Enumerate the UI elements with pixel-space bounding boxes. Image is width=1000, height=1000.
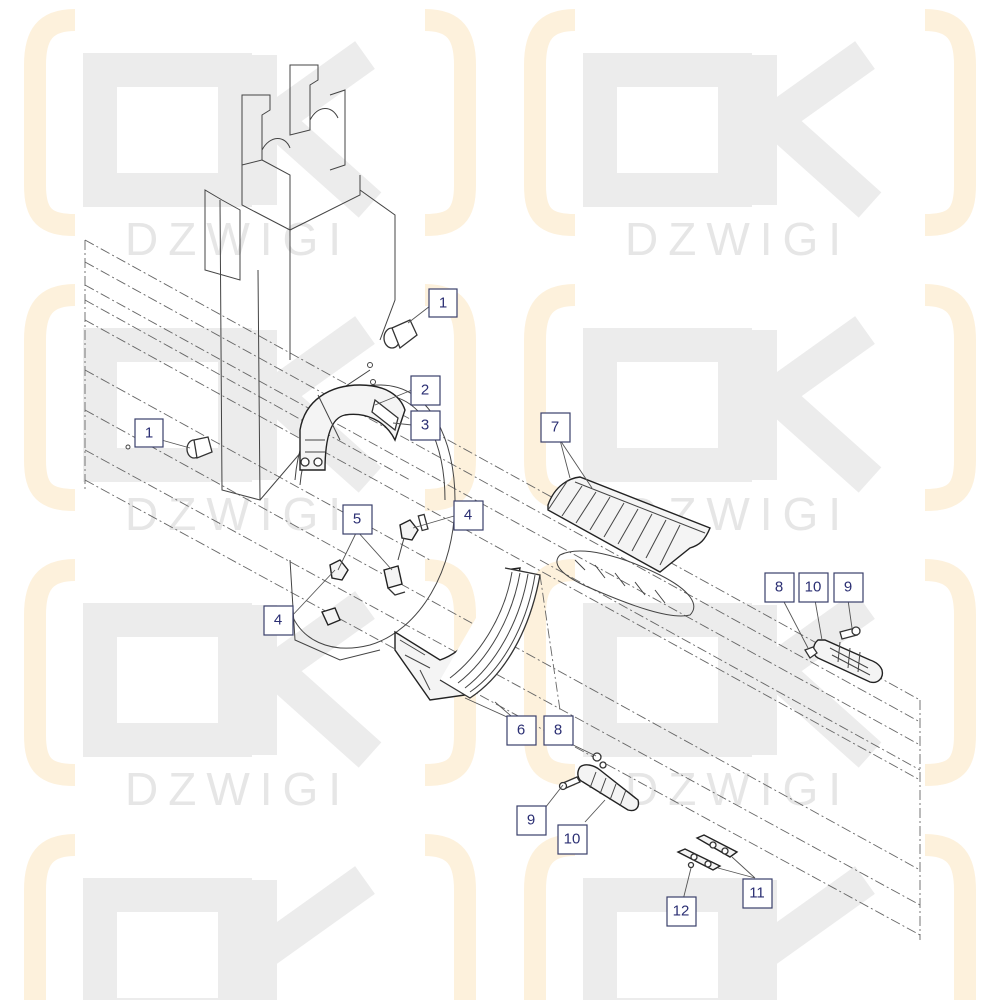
callout-1-upper[interactable]: 1 xyxy=(428,288,458,318)
part-8-nut-lower xyxy=(592,752,607,769)
callout-7[interactable]: 7 xyxy=(540,412,571,443)
part-1-lower xyxy=(186,436,213,459)
callout-2[interactable]: 2 xyxy=(410,375,441,406)
callout-5[interactable]: 5 xyxy=(342,504,373,535)
part-10-pad-lower xyxy=(577,764,640,812)
svg-text:3: 3 xyxy=(421,417,429,434)
svg-text:9: 9 xyxy=(527,812,535,829)
svg-text:12: 12 xyxy=(673,903,690,920)
svg-text:7: 7 xyxy=(551,419,559,436)
part-11-shim-upper xyxy=(695,834,739,858)
callout-4-left[interactable]: 4 xyxy=(263,605,294,636)
svg-text:4: 4 xyxy=(464,507,472,524)
part-10-pad-right xyxy=(812,639,884,684)
watermark-tile: DZWIGI xyxy=(524,9,976,265)
callout-8-lower[interactable]: 8 xyxy=(543,715,574,746)
part-4-clip-upper xyxy=(397,513,429,561)
svg-text:4: 4 xyxy=(274,612,282,629)
svg-text:5: 5 xyxy=(353,511,361,528)
part-12-screw xyxy=(687,861,695,869)
callout-11[interactable]: 11 xyxy=(742,878,773,909)
callout-10-lower[interactable]: 10 xyxy=(557,824,588,855)
watermark-text: DZWIGI xyxy=(125,763,351,815)
pad-holder xyxy=(556,550,695,617)
watermark-tile: DZWIGI xyxy=(24,559,476,815)
callout-8-right[interactable]: 8 xyxy=(764,572,795,603)
svg-text:10: 10 xyxy=(564,831,581,848)
callout-10-right[interactable]: 10 xyxy=(798,572,829,603)
watermark-tile: DZWIGI xyxy=(24,9,476,265)
callout-12[interactable]: 12 xyxy=(666,896,697,927)
watermark-text: DZWIGI xyxy=(125,213,351,265)
part-7-top-pad xyxy=(547,476,711,573)
part-4-clip-lower xyxy=(321,559,349,626)
svg-text:2: 2 xyxy=(421,382,429,399)
watermark-text: DZWIGI xyxy=(625,763,851,815)
leader-lines xyxy=(139,305,853,901)
watermark-tile xyxy=(524,834,976,1000)
part-9-bolt-right xyxy=(839,626,861,640)
part-9-bolt-lower xyxy=(558,776,581,791)
part-6-curved-pad xyxy=(394,567,541,701)
part-5-block xyxy=(383,565,406,596)
watermark-text: DZWIGI xyxy=(625,213,851,265)
part-11-shim-lower xyxy=(676,848,722,871)
callout-3[interactable]: 3 xyxy=(410,410,441,441)
svg-text:1: 1 xyxy=(439,295,447,312)
watermark-text: DZWIGI xyxy=(125,488,351,540)
svg-text:9: 9 xyxy=(844,579,852,596)
svg-text:6: 6 xyxy=(517,722,525,739)
callouts: 1 1 2 3 4 4 5 6 xyxy=(134,288,864,927)
watermark-tile xyxy=(24,834,476,1000)
svg-text:8: 8 xyxy=(554,722,562,739)
callout-4-right[interactable]: 4 xyxy=(453,500,484,531)
callout-9-lower[interactable]: 9 xyxy=(516,805,547,836)
part-2-3-saddle xyxy=(299,384,406,471)
callout-1-lower[interactable]: 1 xyxy=(134,418,164,448)
part-1-upper xyxy=(383,319,418,350)
svg-text:11: 11 xyxy=(749,885,765,902)
svg-text:1: 1 xyxy=(145,425,153,442)
watermark-tile: DZWIGI xyxy=(524,559,976,815)
watermark: DZWIGI DZWIGI DZWIGI DZWIGI xyxy=(24,9,976,1000)
callout-6[interactable]: 6 xyxy=(506,715,537,746)
svg-text:10: 10 xyxy=(805,579,822,596)
svg-text:8: 8 xyxy=(775,579,783,596)
part-8-nut-right xyxy=(804,646,818,659)
callout-9-right[interactable]: 9 xyxy=(833,572,864,603)
